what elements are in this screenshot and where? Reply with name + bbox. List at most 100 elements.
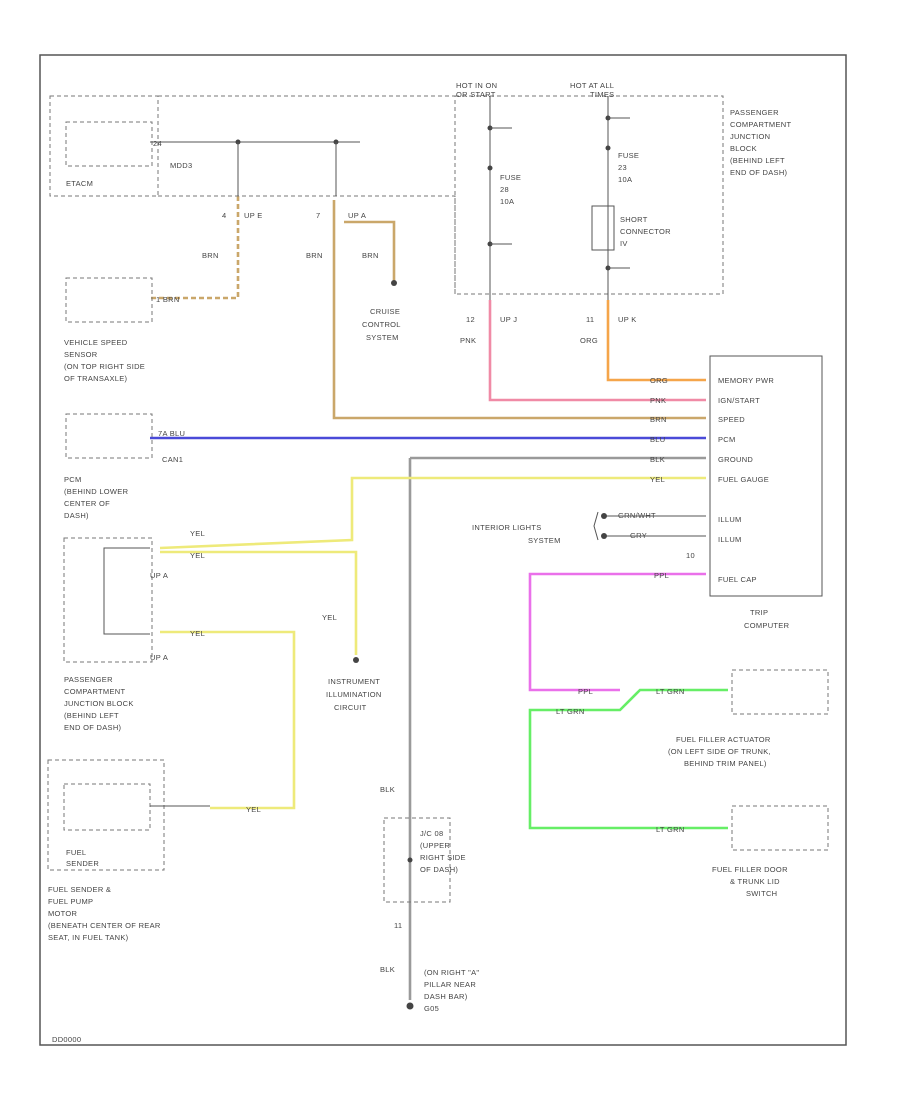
pcjb-top-outline xyxy=(454,95,724,295)
wire-pink xyxy=(488,300,706,402)
etacm-signal: MDD3 xyxy=(170,161,192,170)
svg-text:23: 23 xyxy=(618,163,627,172)
svg-text:OR START: OR START xyxy=(456,90,496,99)
svg-text:(BENEATH CENTER OF REAR: (BENEATH CENTER OF REAR xyxy=(48,921,161,930)
svg-text:PNK: PNK xyxy=(650,396,666,405)
svg-text:TIMES: TIMES xyxy=(590,90,614,99)
etacm-pin-24: 24 xyxy=(153,139,162,148)
trip-computer-box xyxy=(709,355,823,597)
svg-text:(BEHIND LEFT: (BEHIND LEFT xyxy=(64,711,119,720)
svg-text:SYSTEM: SYSTEM xyxy=(528,536,561,545)
hot-run-start-label: HOT IN ON OR START xyxy=(456,81,497,99)
svg-text:(UPPER: (UPPER xyxy=(420,841,450,850)
wire-yellow-fuel-gauge xyxy=(159,476,706,550)
wire-orange xyxy=(606,300,706,382)
svg-text:CENTER OF: CENTER OF xyxy=(64,499,110,508)
footer-code: DD0000 xyxy=(52,1035,81,1044)
svg-text:CONNECTOR: CONNECTOR xyxy=(620,227,671,236)
jc08-label: J/C 08 (UPPER RIGHT SIDE OF DASH) xyxy=(420,829,466,874)
instrument-illumination-label: INSTRUMENT ILLUMINATION CIRCUIT xyxy=(326,677,381,712)
etacm-pin-7: 7 xyxy=(316,211,320,220)
fuel-filler-door-switch-box xyxy=(731,805,829,851)
svg-text:(ON LEFT SIDE OF TRUNK,: (ON LEFT SIDE OF TRUNK, xyxy=(668,747,771,756)
svg-text:ORG: ORG xyxy=(650,376,668,385)
svg-text:COMPARTMENT: COMPARTMENT xyxy=(730,120,791,129)
fuel-filler-actuator-box xyxy=(731,669,829,715)
svg-text:FUEL FILLER DOOR: FUEL FILLER DOOR xyxy=(712,865,788,874)
svg-text:BLOCK: BLOCK xyxy=(730,144,757,153)
svg-text:YEL: YEL xyxy=(650,475,665,484)
conn-up-k: UP K xyxy=(618,315,637,324)
pcjb-top-label: PASSENGER COMPARTMENT JUNCTION BLOCK (BE… xyxy=(730,108,791,177)
wires xyxy=(150,196,728,1000)
svg-text:10A: 10A xyxy=(618,175,632,184)
pcjb-mid-conn1: UP A xyxy=(150,571,168,580)
jc08-outline xyxy=(383,817,451,903)
fuse-28-label: FUSE 28 10A xyxy=(500,173,521,206)
svg-text:28: 28 xyxy=(500,185,509,194)
pcjb-mid-wire4: YEL xyxy=(322,613,337,622)
svg-text:PILLAR NEAR: PILLAR NEAR xyxy=(424,980,476,989)
cruise-control-label: CRUISE CONTROL SYSTEM xyxy=(362,307,400,342)
svg-text:FUSE: FUSE xyxy=(618,151,639,160)
svg-text:PPL: PPL xyxy=(654,571,669,580)
svg-text:CIRCUIT: CIRCUIT xyxy=(334,703,367,712)
svg-text:SYSTEM: SYSTEM xyxy=(366,333,399,342)
svg-text:BLU: BLU xyxy=(650,435,666,444)
svg-text:10A: 10A xyxy=(500,197,514,206)
pin-12: 12 xyxy=(466,315,475,324)
jc08-wire-bot: BLK xyxy=(380,965,395,974)
fuel-sender-outline xyxy=(47,759,165,871)
pcjb-mid-label: PASSENGER COMPARTMENT JUNCTION BLOCK (BE… xyxy=(64,675,134,732)
svg-text:DASH): DASH) xyxy=(64,511,89,520)
pcm-signal: CAN1 xyxy=(162,455,183,464)
wire-brn-1: BRN xyxy=(202,251,219,260)
fuel-sender-inner xyxy=(63,783,151,831)
pcjb-top-extension-2 xyxy=(158,195,456,294)
svg-text:SEAT, IN FUEL TANK): SEAT, IN FUEL TANK) xyxy=(48,933,129,942)
wire-magenta xyxy=(528,572,706,692)
svg-text:COMPUTER: COMPUTER xyxy=(744,621,790,630)
svg-text:DASH BAR): DASH BAR) xyxy=(424,992,468,1001)
pin-11-right: 11 xyxy=(586,315,594,324)
pcjb-mid-conn2: UP A xyxy=(150,653,168,662)
svg-text:END OF DASH): END OF DASH) xyxy=(64,723,122,732)
svg-text:IV: IV xyxy=(620,239,628,248)
fuse-23-label: FUSE 23 10A xyxy=(618,151,639,184)
wire-tan-b xyxy=(344,220,396,283)
svg-text:RIGHT SIDE: RIGHT SIDE xyxy=(420,853,466,862)
svg-text:OF DASH): OF DASH) xyxy=(420,865,458,874)
svg-text:HOT AT ALL: HOT AT ALL xyxy=(570,81,614,90)
ground-point xyxy=(406,1002,414,1010)
svg-text:FUEL FILLER ACTUATOR: FUEL FILLER ACTUATOR xyxy=(676,735,771,744)
svg-text:SPEED: SPEED xyxy=(718,415,745,424)
svg-text:& TRUNK LID: & TRUNK LID xyxy=(730,877,780,886)
svg-text:JUNCTION BLOCK: JUNCTION BLOCK xyxy=(64,699,134,708)
svg-text:HOT IN ON: HOT IN ON xyxy=(456,81,497,90)
svg-text:SENDER: SENDER xyxy=(66,859,99,868)
conn-up-j: UP J xyxy=(500,315,517,324)
svg-text:CRUISE: CRUISE xyxy=(370,307,400,316)
fuel-sender-inner-label: FUEL SENDER xyxy=(66,848,99,868)
short-connector-box xyxy=(591,205,615,251)
wire-label-org: ORG xyxy=(580,336,598,345)
wire-brn-3: BRN xyxy=(362,251,379,260)
svg-text:OF TRANSAXLE): OF TRANSAXLE) xyxy=(64,374,128,383)
fuel-sender-label: FUEL SENDER & FUEL PUMP MOTOR (BENEATH C… xyxy=(48,885,161,942)
svg-text:BRN: BRN xyxy=(650,415,667,424)
wire-yellow-illum xyxy=(160,550,358,655)
pcm-wire: 7A BLU xyxy=(158,429,185,438)
svg-text:MOTOR: MOTOR xyxy=(48,909,78,918)
svg-text:(BEHIND LEFT: (BEHIND LEFT xyxy=(730,156,785,165)
svg-text:GROUND: GROUND xyxy=(718,455,753,464)
svg-text:END OF DASH): END OF DASH) xyxy=(730,168,788,177)
svg-text:BLK: BLK xyxy=(650,455,665,464)
svg-text:FUEL SENDER &: FUEL SENDER & xyxy=(48,885,111,894)
svg-text:FUEL GAUGE: FUEL GAUGE xyxy=(718,475,769,484)
fuel-filler-ltgrn3: LT GRN xyxy=(656,825,685,834)
wire-green-main xyxy=(528,688,728,830)
trip-computer-pins: MEMORY PWR IGN/START SPEED PCM GROUND FU… xyxy=(718,376,774,584)
svg-text:FUEL: FUEL xyxy=(66,848,86,857)
pcjb-mid-wire2: YEL xyxy=(190,551,205,560)
